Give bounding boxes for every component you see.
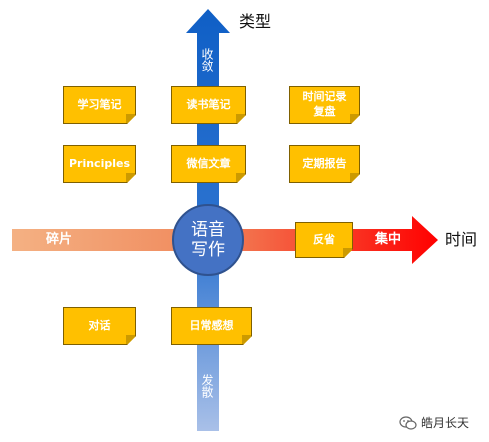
card-label: 反省 <box>313 232 335 246</box>
card-label: Principles <box>68 156 131 170</box>
vertical-axis-title: 类型 <box>239 12 272 31</box>
card-wechat-articles: 微信文章 <box>171 145 246 183</box>
card-reflection: 反省 <box>295 222 353 258</box>
card-study-notes: 学习笔记 <box>63 86 136 124</box>
watermark: 皓月长天 <box>399 414 469 431</box>
card-fold <box>343 248 352 257</box>
card-dialogue: 对话 <box>63 307 136 345</box>
horizontal-axis-title: 时间 <box>445 230 478 249</box>
card-fold <box>350 114 359 123</box>
card-daily-thoughts: 日常感想 <box>171 307 252 345</box>
right-label: 集中 <box>375 232 402 247</box>
card-label: 微信文章 <box>186 156 231 170</box>
card-fold <box>126 173 135 182</box>
watermark-text: 皓月长天 <box>421 416 470 430</box>
card-label: 对话 <box>88 318 111 332</box>
top-label: 收敛 <box>200 48 214 72</box>
card-label: 日常感想 <box>189 318 234 332</box>
card-fold <box>126 114 135 123</box>
card-time-log-review: 时间记录 复盘 <box>289 86 360 124</box>
left-label: 碎片 <box>46 232 73 247</box>
card-principles: Principles <box>63 145 136 183</box>
card-fold <box>350 173 359 182</box>
card-reading-notes: 读书笔记 <box>171 86 246 124</box>
wechat-icon <box>399 415 417 430</box>
card-label: 读书笔记 <box>186 97 231 111</box>
card-fold <box>236 173 245 182</box>
center-circle: 语音 写作 <box>172 204 244 276</box>
card-fold <box>242 335 251 344</box>
center-label: 语音 写作 <box>191 219 225 260</box>
card-label: 学习笔记 <box>77 97 122 111</box>
card-fold <box>126 335 135 344</box>
card-fold <box>236 114 245 123</box>
bottom-label: 发散 <box>200 374 214 398</box>
card-label: 时间记录 复盘 <box>302 90 347 118</box>
card-periodic-report: 定期报告 <box>289 145 360 183</box>
card-label: 定期报告 <box>302 156 347 170</box>
